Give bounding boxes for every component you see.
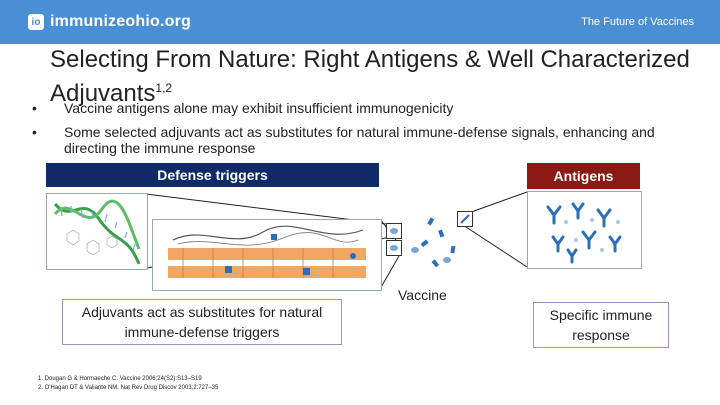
- cell-membrane-panel: [152, 219, 382, 291]
- antibody-icon: [546, 202, 622, 264]
- dna-panel: [46, 193, 148, 270]
- vaccine-particles: [411, 217, 456, 268]
- reference-item: 1. Dougan G & Hormaeche C. Vaccine 2006;…: [38, 376, 202, 382]
- title-superscript: 1,2: [155, 81, 173, 95]
- adjuvant-molecule-icon: [390, 245, 398, 251]
- reference-item: 2. O'Hagan DT & Valiante NM. Nat Rev Dru…: [38, 385, 219, 391]
- adjuvant-molecule-icon: [390, 228, 398, 234]
- logo-badge-icon: io: [28, 14, 44, 30]
- antigen-molecule-icon: [460, 214, 470, 224]
- antigens-bar: Antigens: [527, 163, 640, 189]
- site-name: immunizeohio.org: [50, 13, 191, 30]
- antigen-small-box: [457, 211, 473, 227]
- site-logo[interactable]: io immunizeohio.org: [28, 13, 191, 31]
- header-title: The Future of Vaccines: [581, 16, 694, 28]
- cell-membrane-icon: [168, 225, 366, 278]
- specific-response-box: Specific immune response: [533, 302, 669, 348]
- adjuvant-small-box: [386, 223, 402, 239]
- vaccine-label: Vaccine: [398, 287, 447, 303]
- defense-triggers-bar: Defense triggers: [46, 163, 379, 187]
- bullet-item: Vaccine antigens alone may exhibit insuf…: [32, 100, 692, 116]
- adjuvants-description-box: Adjuvants act as substitutes for natural…: [62, 299, 342, 345]
- top-bar: io immunizeohio.org The Future of Vaccin…: [0, 0, 720, 44]
- references: 1. Dougan G & Hormaeche C. Vaccine 2006;…: [38, 375, 218, 393]
- adjuvant-small-box: [386, 240, 402, 256]
- slide-title-text: Selecting From Nature: Right Antigens & …: [50, 46, 690, 107]
- bullet-list: Vaccine antigens alone may exhibit insuf…: [32, 100, 692, 164]
- bullet-item: Some selected adjuvants act as substitut…: [32, 124, 692, 156]
- dna-helix-icon: [53, 199, 141, 265]
- antigens-panel: [527, 191, 642, 269]
- slide-title: Selecting From Nature: Right Antigens & …: [50, 46, 710, 108]
